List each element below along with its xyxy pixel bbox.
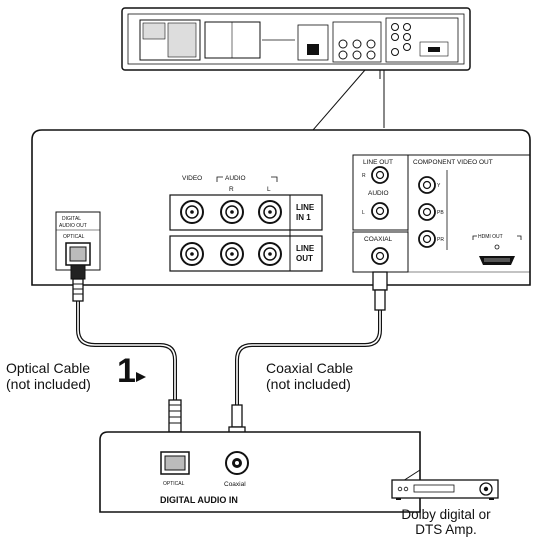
coaxial-cable-caption: Coaxial Cable (not included) <box>266 360 353 392</box>
optical-plug-top <box>70 264 86 302</box>
zoom-line-left <box>312 69 366 131</box>
amp-coaxial-label: Coaxial <box>224 481 246 488</box>
y-label: Y <box>437 183 441 189</box>
digital-audio-in-label: DIGITAL AUDIO IN <box>160 495 238 505</box>
amp-optical-label: OPTICAL <box>163 481 185 487</box>
step-arrow-icon <box>136 372 146 382</box>
enlarged-rear-panel: VIDEO AUDIO R L LINE IN 1 LINE OUT DIGIT… <box>31 129 531 286</box>
line-out-label-1: LINE <box>296 244 315 253</box>
hdmi-out-label: HDMI OUT <box>478 234 503 240</box>
l-label: L <box>362 210 365 216</box>
audio-l-out-jack <box>258 242 282 266</box>
optical-cable-title: Optical Cable <box>6 360 91 376</box>
video-label: VIDEO <box>182 175 202 182</box>
line-out-label-2: OUT <box>296 254 313 263</box>
r-label: R <box>362 173 366 179</box>
coaxial-cable-note: (not included) <box>266 376 351 392</box>
audio-label: AUDIO <box>225 175 246 182</box>
amp-rear-panel: OPTICAL Coaxial DIGITAL AUDIO IN <box>99 431 421 513</box>
line-in-label-2: IN 1 <box>296 213 311 222</box>
amp-coaxial-jack <box>225 451 249 475</box>
amp-caption-line1: Dolby digital or <box>401 507 491 522</box>
line-out-group-label: LINE OUT <box>363 159 393 166</box>
component-y-jack <box>418 176 436 194</box>
line-out-r-jack <box>371 166 389 184</box>
pb-label: PB <box>437 210 444 216</box>
coaxial-cable-title: Coaxial Cable <box>266 360 354 376</box>
video-out-jack <box>180 242 204 266</box>
pr-label: PR <box>437 237 444 243</box>
line-in-label-1: LINE <box>296 203 315 212</box>
audio-group-label: AUDIO <box>368 190 389 197</box>
audio-l-label: L <box>267 186 271 193</box>
coaxial-out-label: COAXIAL <box>364 236 393 243</box>
digital-label: DIGITAL <box>62 216 81 222</box>
amp-caption: Dolby digital or DTS Amp. <box>388 507 504 537</box>
audio-out-label: AUDIO OUT <box>59 223 87 229</box>
device-rear-thumbnail <box>121 7 471 79</box>
video-in-jack <box>180 200 204 224</box>
audio-r-in-jack <box>220 200 244 224</box>
component-video-out-label: COMPONENT VIDEO OUT <box>413 159 493 166</box>
coaxial-plug-top <box>372 271 388 311</box>
amp-caption-line2: DTS Amp. <box>415 522 477 537</box>
component-pr-jack <box>418 230 436 248</box>
component-pb-jack <box>418 203 436 221</box>
amplifier-icon <box>391 479 499 500</box>
step-number: 1 <box>117 352 136 390</box>
audio-r-label: R <box>229 186 234 193</box>
audio-r-out-jack <box>220 242 244 266</box>
audio-l-in-jack <box>258 200 282 224</box>
optical-out-label: OPTICAL <box>63 234 85 240</box>
line-out-l-jack <box>371 202 389 220</box>
coaxial-out-jack <box>371 247 389 265</box>
optical-cable-note: (not included) <box>6 376 91 392</box>
optical-cable-caption: Optical Cable (not included) <box>6 360 91 392</box>
